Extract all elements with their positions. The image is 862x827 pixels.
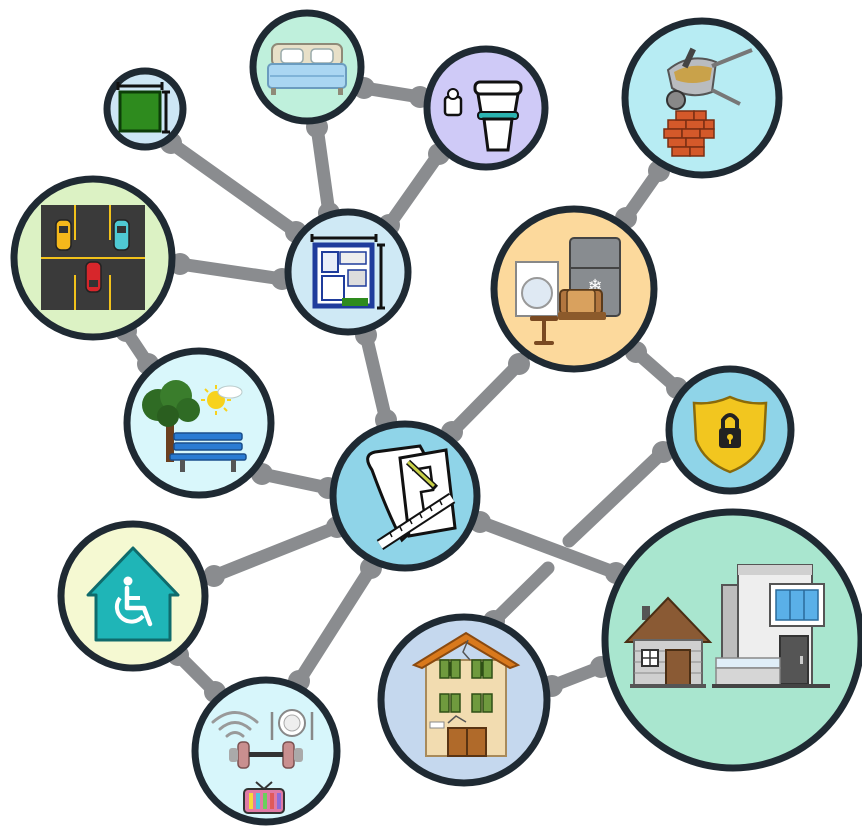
wheelbarrow-bricks-icon — [663, 47, 753, 157]
edge-plan-parking — [173, 257, 289, 286]
wifi-dining-gym-tv-icon — [211, 709, 314, 814]
node-houses — [601, 508, 862, 772]
edge-center-plan — [359, 328, 393, 427]
edge-plan-bathroom — [382, 147, 446, 232]
node-accessible-home — [57, 520, 209, 672]
node-construction — [621, 17, 783, 179]
parking-lot-icon — [41, 205, 145, 310]
wheelchair-house-icon — [86, 546, 180, 642]
edge-plan-bedroom — [310, 120, 336, 220]
house-and-modern-building-icon — [623, 564, 830, 688]
joint — [508, 353, 530, 375]
node-interior: ❄ — [490, 205, 658, 373]
edge-center-houses — [473, 515, 623, 580]
node-parking — [10, 175, 176, 341]
node-floor-plan — [284, 208, 412, 336]
lock-shield-icon — [692, 395, 768, 474]
node-bathroom — [423, 45, 549, 171]
node-park-circle — [123, 347, 275, 499]
old-building-icon — [411, 631, 521, 757]
edge-center-accessible — [207, 520, 344, 583]
node-blueprint-center — [329, 420, 481, 572]
appliances-furniture-icon: ❄ — [515, 237, 621, 345]
lot-dimension-icon — [116, 82, 170, 134]
node-amenities — [191, 676, 341, 826]
edge-center-park — [255, 467, 335, 495]
floor-plan-icon — [310, 234, 385, 310]
edge-security-oldhouse-b — [487, 561, 555, 628]
edge-center-interior — [445, 357, 526, 439]
bed-icon — [267, 43, 347, 95]
edge-center-amenities — [292, 561, 378, 688]
toilet-icon — [443, 80, 523, 152]
blueprint-icon — [366, 444, 457, 551]
node-lot-size — [103, 67, 187, 151]
park-bench-tree-icon — [142, 380, 247, 472]
node-bedroom — [249, 9, 365, 125]
node-old-house — [377, 613, 551, 787]
joint — [203, 565, 225, 587]
node-park — [123, 347, 275, 499]
edge-plan-yard — [164, 136, 303, 239]
node-security — [665, 365, 795, 495]
edge-security-oldhouse-a — [562, 445, 670, 548]
